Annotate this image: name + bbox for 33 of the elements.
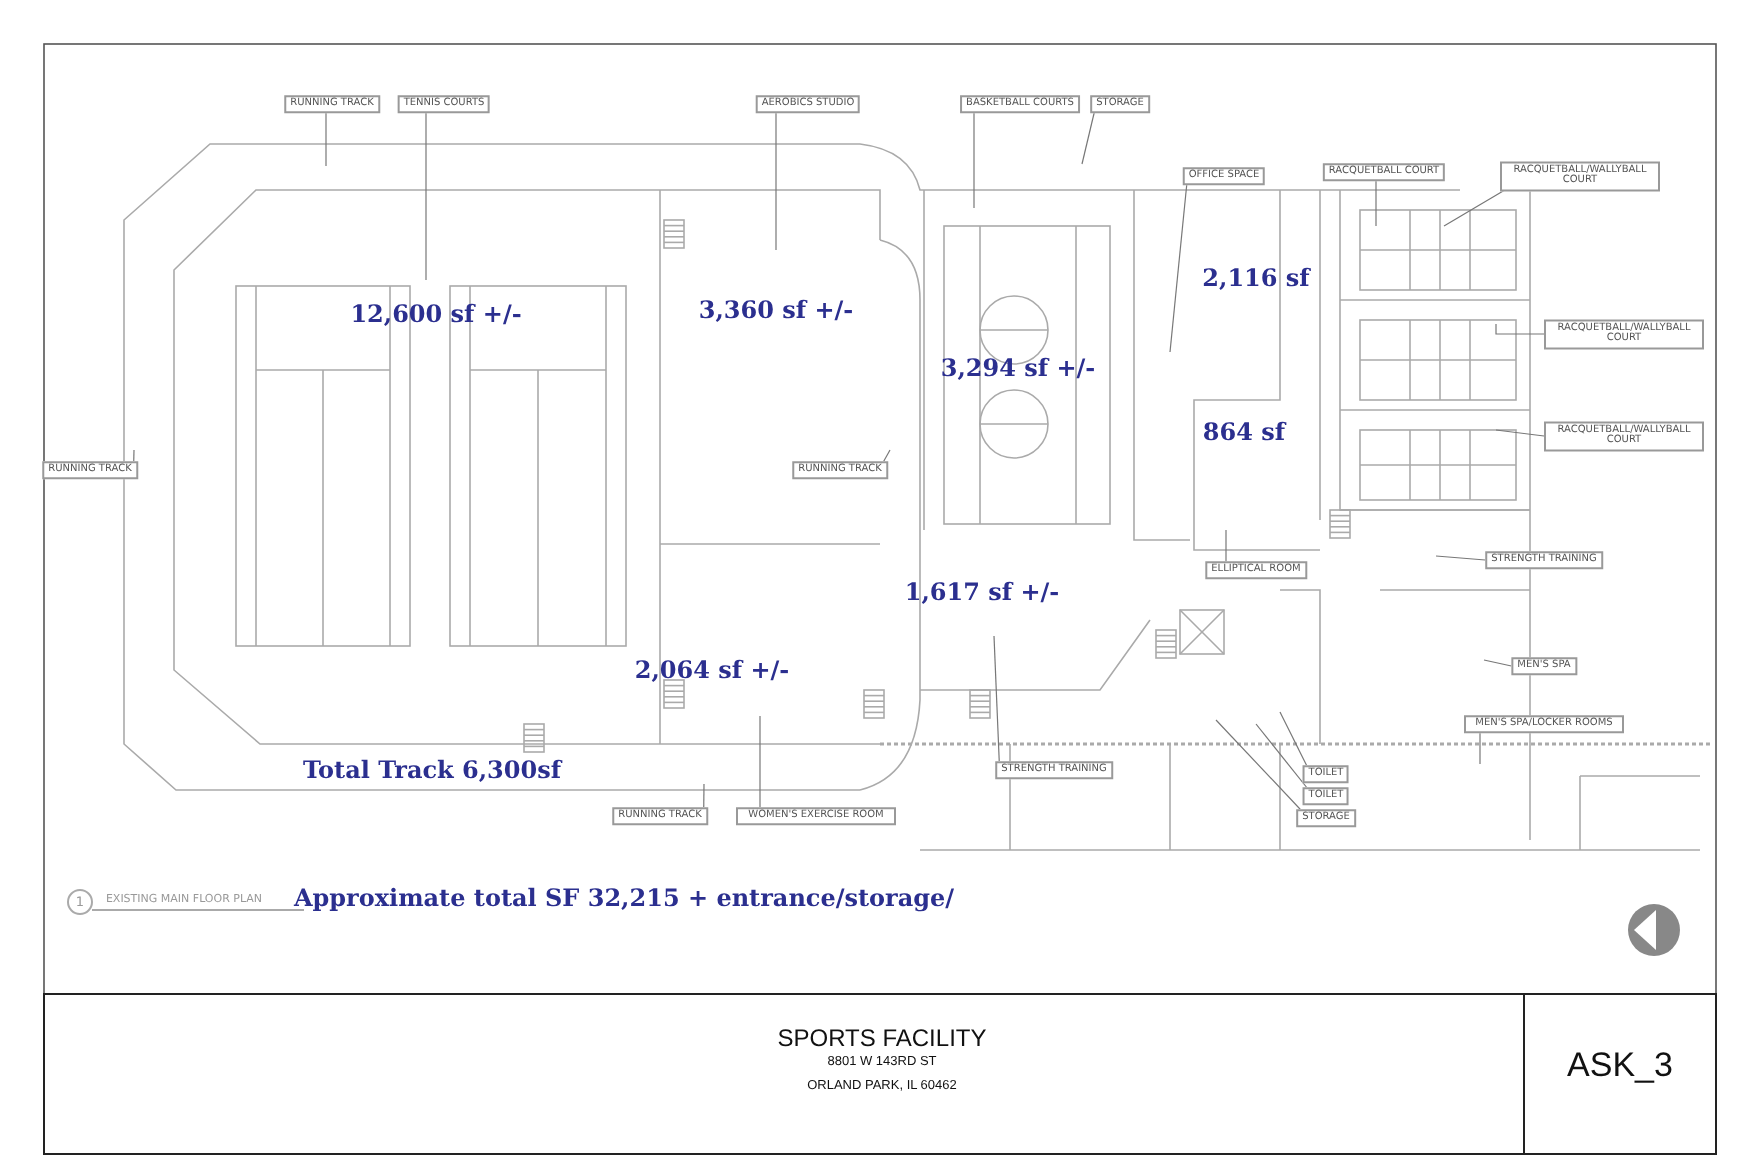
area-label: 2,064 sf +/- bbox=[634, 656, 790, 684]
leader-line bbox=[1479, 732, 1481, 765]
project-name: SPORTS FACILITY bbox=[777, 1024, 987, 1052]
total-area-note: Approximate total SF 32,215 + entrance/storage/ bbox=[293, 884, 955, 912]
leader-line bbox=[1225, 529, 1227, 562]
area-label: 12,600 sf +/- bbox=[350, 300, 522, 328]
leader-line bbox=[703, 783, 705, 808]
area-label: 864 sf bbox=[1202, 418, 1286, 446]
leader-line bbox=[993, 635, 1000, 762]
leader-line bbox=[883, 449, 891, 462]
sheet-number: ASK_3 bbox=[1567, 1046, 1673, 1086]
leader-line bbox=[1495, 323, 1545, 335]
leader-line bbox=[1443, 189, 1505, 227]
area-label: 3,360 sf +/- bbox=[698, 296, 854, 324]
leader-line bbox=[1495, 429, 1545, 437]
leader-line bbox=[1435, 555, 1486, 561]
leader-line bbox=[133, 449, 135, 462]
leader-line bbox=[1279, 711, 1308, 766]
leader-line bbox=[1169, 184, 1188, 353]
leader-line bbox=[1215, 719, 1301, 810]
area-label: Total Track 6,300sf bbox=[302, 756, 562, 784]
leader-line bbox=[973, 112, 975, 209]
leader-line bbox=[1375, 180, 1377, 227]
leader-line bbox=[775, 112, 777, 251]
area-label: 2,116 sf bbox=[1202, 264, 1310, 292]
leader-line bbox=[325, 112, 327, 167]
leader-line bbox=[759, 715, 761, 808]
area-label: 3,294 sf +/- bbox=[940, 354, 1096, 382]
leader-line bbox=[1483, 659, 1512, 667]
leader-line bbox=[1255, 723, 1308, 788]
area-label: 1,617 sf +/- bbox=[904, 578, 1060, 606]
leader-line bbox=[1081, 112, 1095, 165]
leader-line bbox=[425, 112, 427, 281]
